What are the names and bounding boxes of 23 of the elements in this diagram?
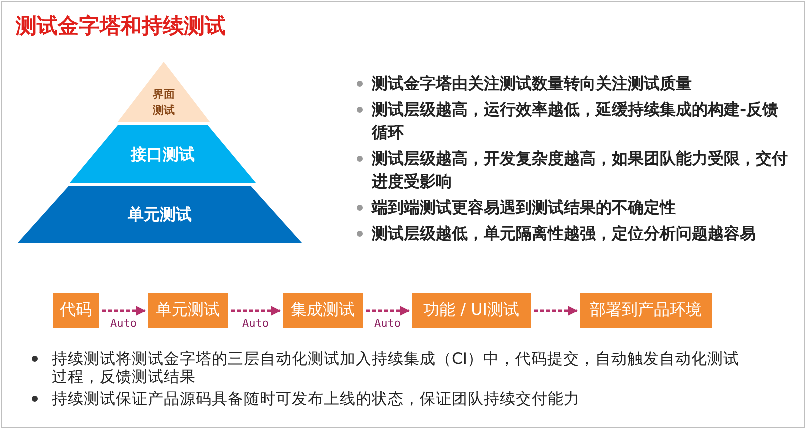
- process-box: 集成测试: [283, 293, 363, 328]
- tier-label: 接口测试: [130, 144, 196, 164]
- arrow: [534, 306, 578, 316]
- edge-label: Auto: [110, 317, 138, 330]
- bullet-text: 持续测试将测试金字塔的三层自动化测试加入持续集成（CI）中，代码提交，自动触发自动化测试过程，反馈测试结果: [52, 350, 740, 386]
- process-box: 部署到产品环境: [580, 293, 712, 328]
- bullet-text: 测试层级越高，开发复杂度越高，如果团队能力受限，交付进度受影响: [372, 148, 789, 193]
- arrow: [231, 306, 281, 316]
- bullet-text: 端到端测试更容易遇到测试结果的不确定性: [372, 197, 677, 219]
- process-box: 单元测试: [148, 293, 228, 328]
- process-box: 代码: [53, 293, 99, 328]
- edge-label: Auto: [374, 317, 402, 330]
- bullet-text: 持续测试保证产品源码具备随时可发布上线的状态，保证团队持续交付能力: [52, 390, 581, 408]
- slide-title: 测试金字塔和持续测试: [16, 13, 226, 40]
- bullet-text: 测试层级越高，运行效率越低，延缓持续集成的构建-反馈循环: [372, 99, 780, 144]
- arrow: [366, 306, 410, 316]
- tier-label: 单元测试: [127, 204, 193, 225]
- tier-label: 界面测试: [152, 87, 176, 119]
- bullet-text: 测试金字塔由关注测试数量转向关注测试质量: [372, 73, 693, 95]
- process-box: 功能 / UI测试: [412, 293, 531, 328]
- bullet-text: 测试层级越低，单元隔离性越强，定位分析问题越容易: [372, 223, 757, 245]
- arrow: [102, 306, 146, 316]
- edge-label: Auto: [242, 317, 270, 330]
